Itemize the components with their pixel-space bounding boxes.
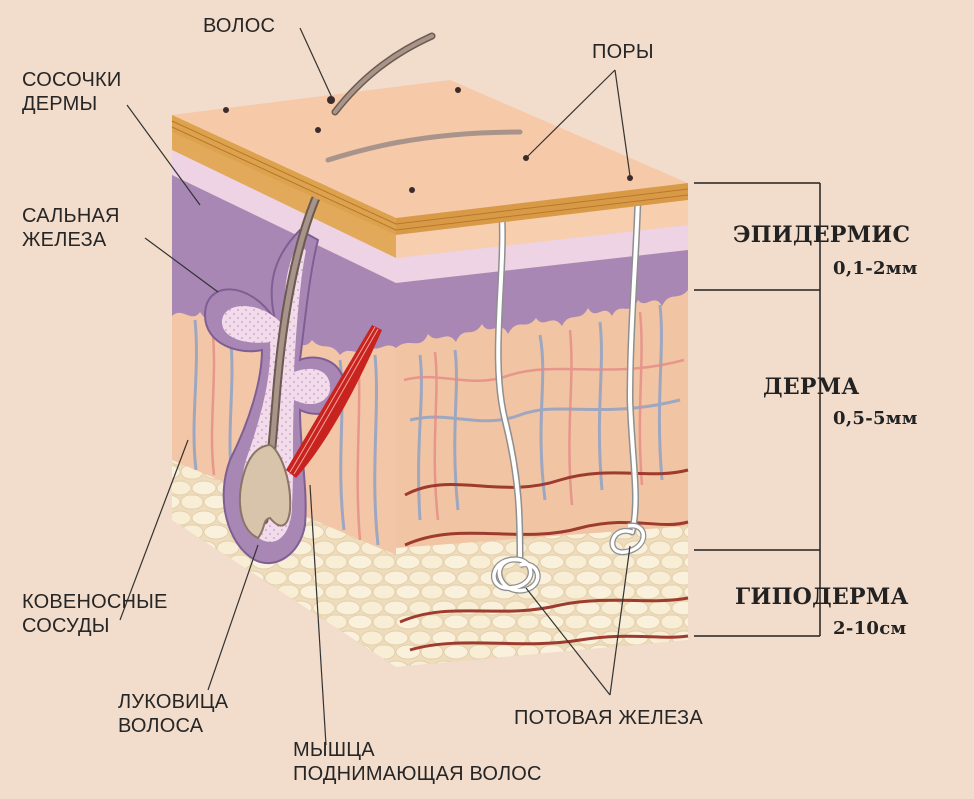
front-face [396, 183, 688, 667]
label-blood-vessels: КОВЕНОСНЫЕ СОСУДЫ [22, 590, 168, 638]
label-hair-bulb: ЛУКОВИЦА ВОЛОСА [118, 690, 228, 738]
layer-epidermis-name: ЭПИДЕРМИС [733, 222, 910, 248]
label-arrector-muscle: МЫШЦА ПОДНИМАЮЩАЯ ВОЛОС [293, 738, 542, 786]
layer-hypodermis-name: ГИПОДЕРМА [735, 584, 909, 610]
layer-hypodermis-thickness: 2-10см [833, 618, 906, 639]
label-dermal-papillae: СОСОЧКИ ДЕРМЫ [22, 68, 121, 116]
layer-epidermis-thickness: 0,1-2мм [833, 258, 918, 279]
layer-dermis-name: ДЕРМА [763, 374, 860, 400]
layer-brackets [694, 183, 820, 636]
layer-dermis-thickness: 0,5-5мм [833, 408, 918, 429]
label-sebaceous-gland: САЛЬНАЯ ЖЕЛЕЗА [22, 204, 120, 252]
label-hair: ВОЛОС [203, 14, 275, 38]
label-sweat-gland: ПОТОВАЯ ЖЕЛЕЗА [514, 706, 703, 730]
label-pores: ПОРЫ [592, 40, 654, 64]
